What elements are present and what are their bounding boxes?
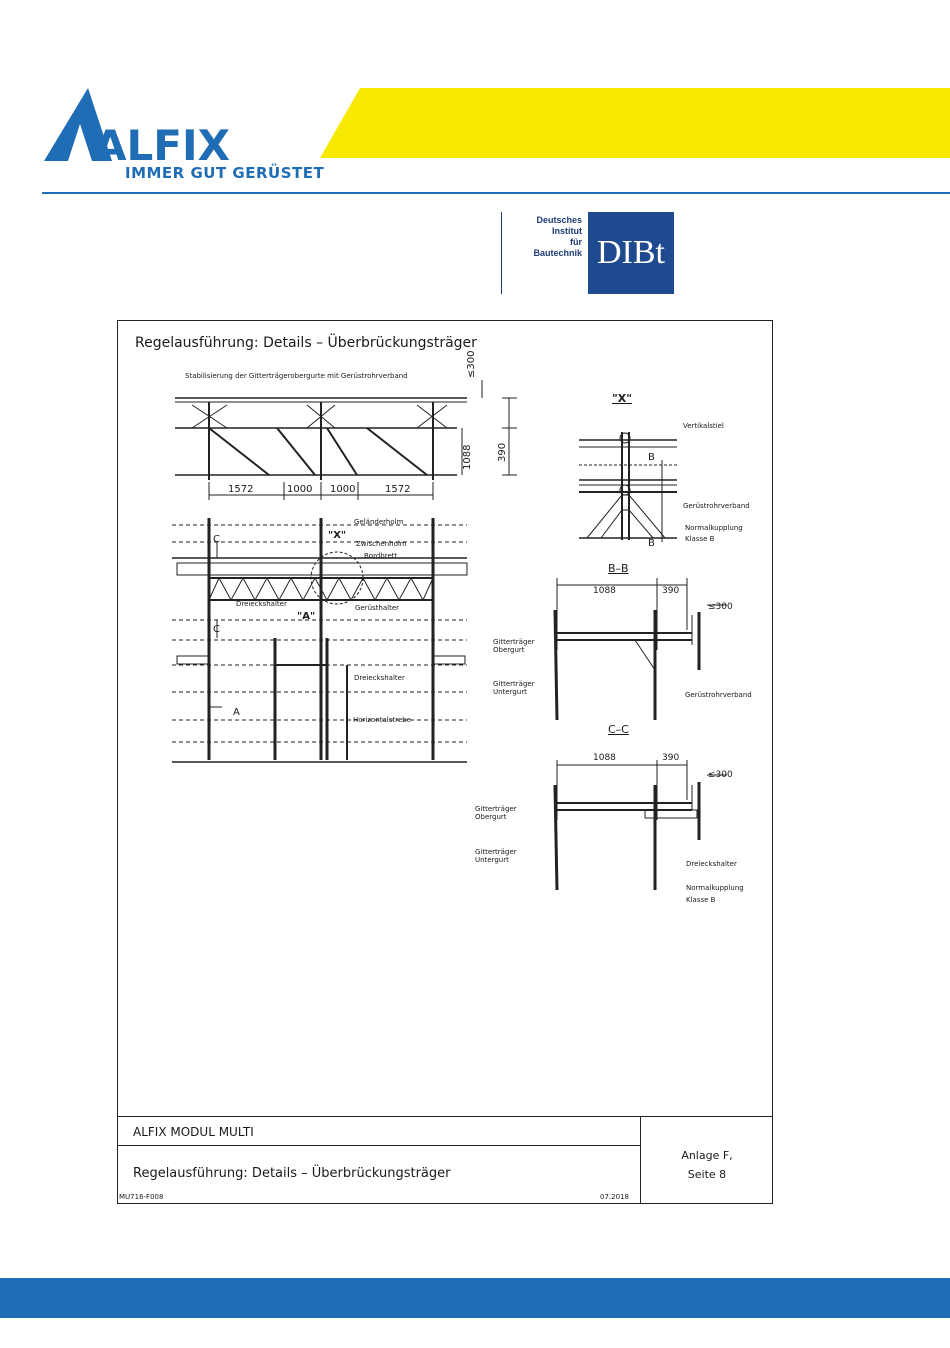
alfix-logo: ALFIX	[40, 86, 310, 186]
bb-dim-1088: 1088	[593, 586, 616, 596]
cc-label-normalkupplung: Normalkupplung	[686, 884, 744, 892]
dim-1000-right: 1000	[330, 484, 356, 495]
anlage-label: Anlage F,	[681, 1149, 733, 1162]
bb-obergurt-line-1: Gitterträger	[493, 638, 535, 646]
label-vertikalstiel: Vertikalstiel	[683, 422, 724, 430]
cc-untergurt-line-1: Gitterträger	[475, 848, 517, 856]
dibt-divider	[501, 212, 502, 294]
dibt-logo: DIBt	[588, 212, 674, 294]
label-klasse-b-x: Klasse B	[685, 535, 715, 543]
label-normalkupplung-x: Normalkupplung	[685, 524, 743, 532]
cc-obergurt-line-1: Gitterträger	[475, 805, 517, 813]
cc-untergurt-line-2: Untergurt	[475, 856, 509, 864]
dibt-line-3: für	[570, 237, 582, 247]
titleblock-anlage: Anlage F, Seite 8	[662, 1146, 752, 1184]
mark-b-bottom: B	[648, 538, 655, 549]
cc-dim-390: 390	[662, 753, 680, 763]
titleblock-product: ALFIX MODUL MULTI	[133, 1125, 254, 1139]
dibt-name: Deutsches Institut für Bautechnik	[508, 215, 582, 259]
dim-1088-side: 1088	[462, 444, 473, 470]
label-geruestrohrverband-x: Gerüstrohrverband	[683, 502, 750, 510]
technical-drawing	[172, 380, 727, 891]
drawing-title: Regelausführung: Details – Überbrückungs…	[135, 335, 477, 351]
dim-1572-left: 1572	[228, 484, 254, 495]
bb-obergurt-line-2: Obergurt	[493, 646, 525, 654]
dim-1572-right: 1572	[385, 484, 411, 495]
mark-c-bottom: C	[213, 624, 220, 635]
header-rule	[42, 192, 950, 194]
titleblock-rule-top	[117, 1116, 773, 1117]
mark-a: A	[233, 707, 240, 718]
bb-dim-390: 390	[662, 586, 680, 596]
mark-c-top: C	[213, 534, 220, 545]
bb-untergurt-line-1: Gitterträger	[493, 680, 535, 688]
seite-label: Seite 8	[687, 1168, 727, 1181]
label-bordbrett: Bordbrett	[364, 552, 398, 560]
dim-le300-top: ≤300	[466, 350, 477, 378]
footer-bar	[0, 1278, 950, 1318]
titleblock-divider	[640, 1116, 641, 1204]
brand-tagline: IMMER GUT GERÜSTET	[125, 164, 325, 182]
mark-x: "X"	[328, 530, 347, 541]
cc-obergurt-line-2: Obergurt	[475, 813, 507, 821]
section-cc-title: C–C	[608, 723, 629, 736]
titleblock-doc-number: MU716-F008	[119, 1193, 164, 1201]
label-dreieckshalter-left: Dreieckshalter	[236, 600, 287, 608]
dibt-line-1: Deutsches	[536, 215, 582, 225]
titleblock-date: 07.2018	[600, 1193, 629, 1201]
titleblock-rule-mid	[117, 1145, 641, 1146]
bb-label-verband: Gerüstrohrverband	[685, 691, 752, 699]
bb-untergurt-line-2: Untergurt	[493, 688, 527, 696]
yellow-header-band	[320, 88, 950, 158]
cc-label-dreieckshalter: Dreieckshalter	[686, 860, 737, 868]
cc-dim-1088: 1088	[593, 753, 616, 763]
dibt-line-4: Bautechnik	[533, 248, 582, 258]
bb-dim-le300: ≤300	[708, 602, 733, 612]
section-bb-title: B–B	[608, 562, 629, 575]
label-dreieckshalter-right: Dreieckshalter	[354, 674, 405, 682]
dibt-line-2: Institut	[552, 226, 582, 236]
label-geruesthalter: Gerüsthalter	[355, 604, 400, 612]
drawing-sheet	[117, 320, 773, 1204]
logo-wordmark: ALFIX	[94, 121, 230, 170]
cc-label-klasse-b: Klasse B	[686, 896, 716, 904]
titleblock-title: Regelausführung: Details – Überbrückungs…	[133, 1166, 451, 1181]
label-horizontalstrebe: Horizontalstrebe	[353, 716, 411, 724]
label-zwischenholm: Zwischenholm	[356, 540, 407, 548]
cc-dim-le300: ≤300	[708, 770, 733, 780]
label-gelaenderholm: Geländerholm	[354, 518, 404, 526]
dim-1000-left: 1000	[287, 484, 313, 495]
mark-a-quoted: "A"	[297, 611, 316, 622]
drawing-note: Stabilisierung der Gitterträgerobergurte…	[185, 372, 408, 380]
dim-390-side: 390	[497, 442, 508, 462]
mark-b-top: B	[648, 452, 655, 463]
detail-x-title: "X"	[612, 392, 632, 405]
